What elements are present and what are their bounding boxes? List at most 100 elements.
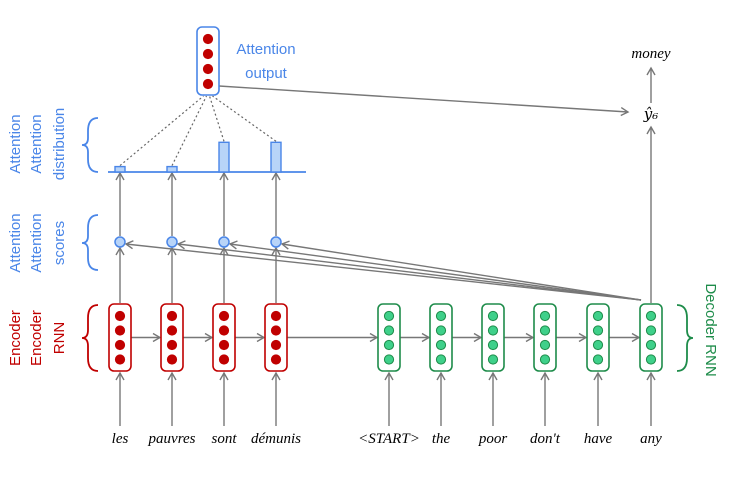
decoder-cell-6 [639, 303, 663, 372]
encoder-cell-4-unit [270, 325, 282, 336]
attention-scores-label-3: scores [51, 221, 68, 265]
encoder-rnn-label-2: Encoder [28, 310, 45, 366]
encoder-cell-4-box [264, 303, 288, 372]
encoder-cell-3-unit [218, 354, 230, 365]
decoder-cell-1-unit [383, 339, 395, 351]
source-word-3: sont [211, 431, 237, 447]
attention-distribution-label-3: distribution [51, 108, 68, 181]
encoder-cell-2 [160, 303, 184, 372]
decoder-cell-3-unit [487, 325, 499, 336]
source-word-4: démunis [251, 431, 301, 447]
input-words: les pauvres sont démunis <START> the poor don't… [112, 431, 663, 447]
source-word-2: pauvres [148, 431, 196, 447]
encoder-cell-1-unit [114, 325, 126, 336]
decoder-cell-3-unit [487, 339, 499, 351]
decoder-cell-3-unit [487, 310, 499, 322]
attention-output-label-2: output [245, 65, 288, 82]
attention-bar-4 [270, 141, 282, 173]
attention-output-unit [202, 33, 214, 45]
encoder-cell-2-box [160, 303, 184, 372]
encoder-cell-1 [108, 303, 132, 372]
encoder-rnn-label-3: RNN [51, 322, 68, 355]
encoder-cell-3-unit [218, 339, 230, 351]
decoder-cell-4-unit [539, 339, 551, 351]
distribution-to-output-line-3 [208, 95, 225, 142]
decoder-cell-2-unit [435, 310, 447, 322]
attention-output-cell [196, 26, 220, 96]
decoder-cell-5-unit [592, 354, 604, 365]
encoder-cell-2-unit [166, 325, 178, 336]
encoder-cell-4-unit [270, 339, 282, 351]
attention-scores-label-2: Attention [28, 213, 45, 272]
encoder-cell-4 [264, 303, 288, 372]
decoder-cell-5 [586, 303, 610, 372]
encoder-cell-2-unit [166, 339, 178, 351]
encoder-cell-3-unit [218, 310, 230, 322]
attention-output-box [196, 26, 220, 96]
decoder-to-score-arrow-4 [280, 240, 642, 301]
attention-output-unit [202, 48, 214, 60]
distribution-to-output-line-2 [171, 95, 208, 166]
decoder-rnn-label: Decoder RNN [702, 283, 719, 376]
encoder-cell-3-box [212, 303, 236, 372]
attention-score-1 [114, 236, 126, 248]
attention-scores-label: Attention [7, 213, 24, 272]
decoder-cell-2-unit [435, 325, 447, 336]
rnn-cells [108, 26, 663, 372]
decoder-cell-1-unit [383, 325, 395, 336]
prediction-y6: ŷ₆ [643, 105, 659, 123]
target-word-4: don't [530, 431, 561, 447]
target-word-1: <START> [358, 431, 420, 447]
encoder-cell-3-unit [218, 325, 230, 336]
decoder-cell-6-unit [645, 339, 657, 351]
encoder-cell-1-unit [114, 354, 126, 365]
decoder-cell-3-box [481, 303, 505, 372]
decoder-cell-2 [429, 303, 453, 372]
encoder-cell-3 [212, 303, 236, 372]
decoder-cell-2-unit [435, 339, 447, 351]
attention-bar-3 [218, 141, 230, 173]
encoder-cell-1-box [108, 303, 132, 372]
target-word-6: any [640, 431, 662, 447]
attention-scores-brace [81, 214, 99, 271]
decoder-brace [676, 304, 694, 372]
connections [115, 66, 656, 426]
decoder-cell-2-box [429, 303, 453, 372]
decoder-cell-4-unit [539, 310, 551, 322]
attention-output-label: Attention [236, 41, 295, 58]
decoder-to-score-arrow-3 [228, 240, 642, 301]
attention-output-unit [202, 78, 214, 90]
encoder-cell-4-unit [270, 310, 282, 322]
decoder-cell-6-box [639, 303, 663, 372]
target-word-3: poor [478, 431, 508, 447]
encoder-rnn-label: Encoder [7, 310, 24, 366]
attention-score-2 [166, 236, 178, 248]
distribution-to-output-line-1 [119, 95, 204, 167]
attention-score-3 [218, 236, 230, 248]
decoder-cell-6-unit [645, 354, 657, 365]
decoder-cell-5-unit [592, 339, 604, 351]
target-word-2: the [432, 431, 451, 447]
encoder-brace [81, 304, 99, 372]
decoder-cell-1-box [377, 303, 401, 372]
encoder-cell-1-unit [114, 310, 126, 322]
attention-distribution-label: Attention [7, 114, 24, 173]
decoder-cell-6-unit [645, 310, 657, 322]
decoder-cell-3 [481, 303, 505, 372]
predicted-word: money [631, 46, 670, 62]
attention-distribution-label-2: Attention [28, 114, 45, 173]
decoder-cell-4 [533, 303, 557, 372]
decoder-cell-4-unit [539, 325, 551, 336]
attention-output-unit [202, 63, 214, 75]
attention-distribution-brace [81, 117, 99, 173]
decoder-cell-1 [377, 303, 401, 372]
attention-bar-2 [166, 165, 178, 173]
decoder-cell-5-unit [592, 310, 604, 322]
target-word-5: have [584, 431, 613, 447]
decoder-to-score-arrow-1 [124, 240, 642, 301]
distribution-to-output-line-4 [212, 95, 277, 142]
source-word-1: les [112, 431, 129, 447]
decoder-cell-3-unit [487, 354, 499, 365]
attention-score-4 [270, 236, 282, 248]
